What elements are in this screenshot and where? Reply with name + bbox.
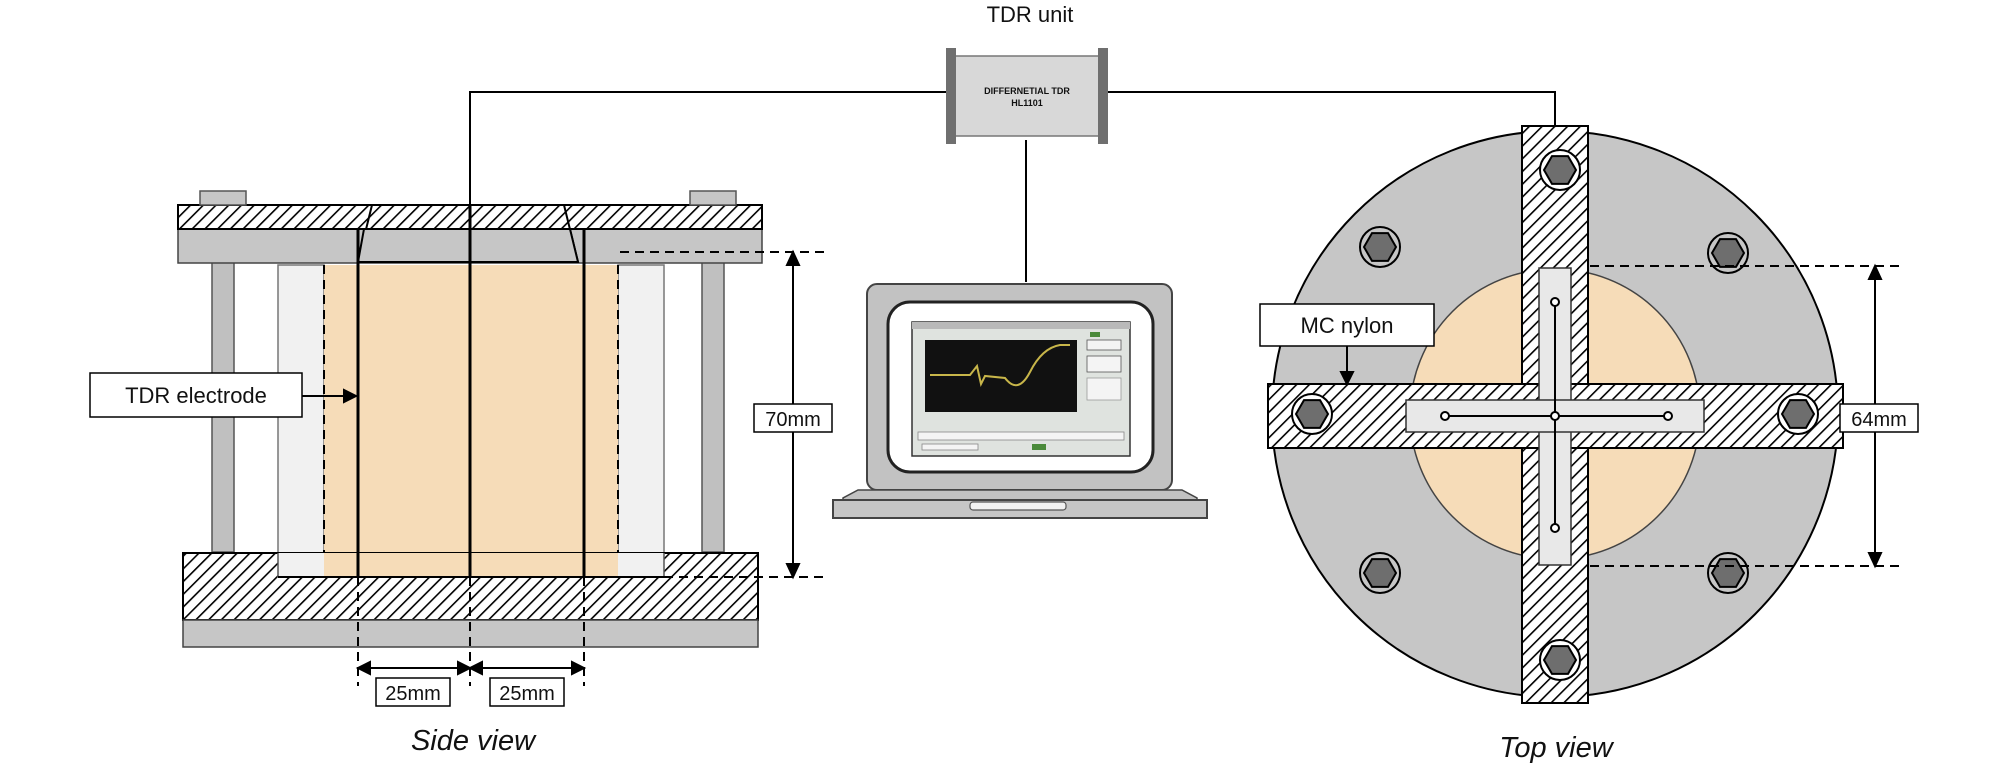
top-view-caption: Top view (1499, 732, 1614, 764)
mould-wall-left (277, 264, 325, 578)
bolt-right-nylon (1777, 393, 1819, 435)
spacing-right-label: 25mm (499, 683, 555, 705)
bolt-top-nylon (1539, 149, 1581, 191)
waveform-trace (930, 344, 1070, 387)
wire-to-top-electrode (1104, 91, 1556, 128)
screen-statusbar (917, 431, 1125, 441)
height-dim-box (753, 403, 833, 433)
tdr-device-body (951, 55, 1103, 137)
screen-panel-2 (1086, 355, 1122, 373)
electrode-callout-box (89, 372, 303, 418)
screen-panel-3 (1086, 377, 1122, 401)
height-dim-label: 70mm (765, 409, 821, 431)
wire-to-side-electrode (469, 91, 950, 205)
tdr-unit-label: TDR unit (987, 2, 1074, 27)
laptop-keyboard (842, 489, 1198, 501)
tdr-device-model-line1: DIFFERNETIAL TDR (984, 86, 1070, 96)
connection-wires (469, 91, 1556, 282)
side-view: 25mm 25mm 70mm TDR electrode Side view (89, 190, 833, 757)
nylon-callout-arrow (1339, 346, 1355, 387)
laptop (832, 283, 1208, 519)
electrode-callout-arrow (302, 388, 359, 404)
electrode-callout-label: TDR electrode (125, 383, 267, 408)
spacing-left-box (375, 677, 451, 707)
top-nut-right (689, 190, 737, 206)
screen-topbar (912, 322, 1130, 329)
bolt-upper-left (1359, 226, 1401, 268)
electrode-points (1440, 297, 1673, 533)
wall-recess-right (618, 553, 664, 577)
side-view-caption: Side view (411, 725, 537, 757)
bolt-lower-right (1707, 552, 1749, 594)
laptop-touchpad (969, 501, 1067, 511)
guide-post-right (701, 261, 725, 553)
bolt-bottom-nylon (1539, 639, 1581, 681)
nylon-callout-box (1259, 303, 1435, 347)
bolt-upper-right (1707, 232, 1749, 274)
screen-green-tag (1090, 332, 1100, 337)
tdr-device-model-line2: HL1101 (1011, 98, 1043, 108)
diameter-dim-label: 64mm (1851, 409, 1907, 431)
tdr-unit: TDR unit DIFFERNETIAL TDR HL1101 (946, 2, 1108, 144)
top-nut-left (199, 190, 247, 206)
spacing-right-box (489, 677, 565, 707)
bolt-left-nylon (1291, 393, 1333, 435)
screen-progress (921, 443, 979, 451)
mould-wall-right (617, 264, 665, 578)
screen-green-button (1032, 444, 1046, 450)
top-view: 64mm MC nylon Top view (1259, 125, 1919, 764)
spacing-left-label: 25mm (385, 683, 441, 705)
tdr-device-end-right (1098, 48, 1108, 144)
electrode-holder-grey (356, 228, 580, 263)
spacing-dimension (355, 660, 587, 676)
nylon-callout-label: MC nylon (1301, 313, 1394, 338)
bolt-lower-left (1359, 552, 1401, 594)
diameter-dim-box (1839, 403, 1919, 433)
wall-recess-left (278, 553, 324, 577)
tdr-device-end-left (946, 48, 956, 144)
screen-panel-1 (1086, 339, 1122, 351)
